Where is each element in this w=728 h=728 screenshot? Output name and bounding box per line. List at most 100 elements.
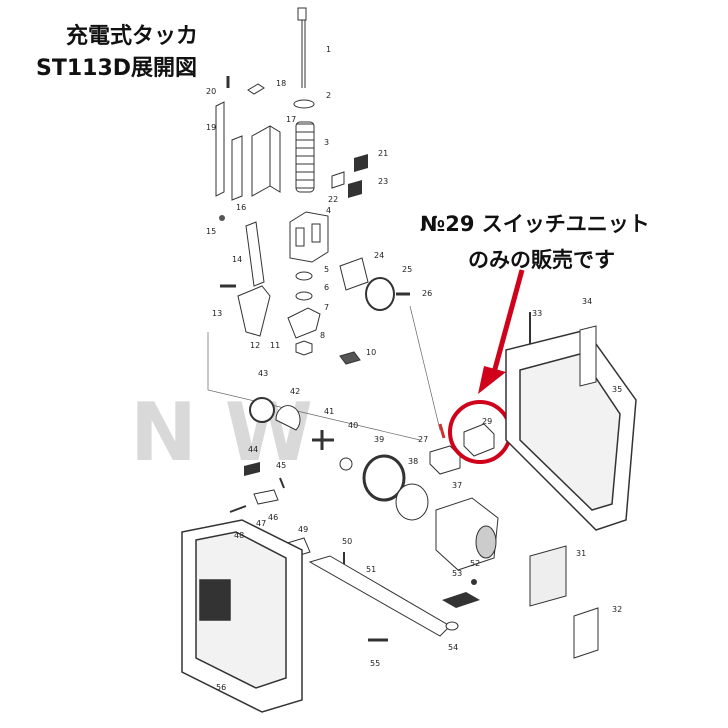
label-18: 18: [276, 79, 286, 88]
part-10-key: [339, 351, 361, 365]
label-40: 40: [348, 421, 358, 430]
label-47: 47: [256, 519, 266, 528]
label-13: 13: [212, 309, 222, 318]
part-25-gear: [365, 277, 395, 311]
part-6-washer: [295, 291, 313, 301]
part-14-plate: [245, 221, 265, 287]
part-41-shaft: [312, 430, 334, 450]
part-21-block: [354, 154, 368, 172]
part-1-rod: [297, 7, 307, 88]
part-40-gear: [339, 457, 353, 471]
part-42-plate: [275, 405, 301, 431]
label-23: 23: [378, 177, 388, 186]
label-34: 34: [582, 297, 592, 306]
label-50: 50: [342, 537, 352, 546]
label-20: 20: [206, 87, 216, 96]
part-48-pin: [229, 505, 247, 513]
part-43-bearing: [249, 397, 275, 423]
part-12-lever: [237, 285, 271, 337]
label-49: 49: [298, 525, 308, 534]
part-22-block: [331, 171, 345, 189]
label-2: 2: [326, 91, 331, 100]
label-41: 41: [324, 407, 334, 416]
label-52: 52: [470, 559, 480, 568]
part-19-plate: [215, 101, 225, 197]
part-51-guide: [308, 555, 451, 637]
part-15-screw: [219, 215, 225, 221]
part-3-spring: [295, 121, 315, 193]
part-32-battery-terminal: [573, 607, 599, 659]
part-52-screw: [471, 579, 477, 585]
label-54: 54: [448, 643, 458, 652]
label-11: 11: [270, 341, 280, 350]
label-35: 35: [612, 385, 622, 394]
part-37-motor: [435, 497, 499, 571]
page-title: 充電式タッカ: [66, 24, 199, 49]
label-55: 55: [370, 659, 380, 668]
part-54-spring: [445, 621, 459, 631]
part-38-disc: [395, 483, 429, 521]
part-34-rail: [579, 325, 597, 387]
label-25: 25: [402, 265, 412, 274]
part-labels: 1 2 3 4 5 6 7 8 10 11 12 13 14 15 16 17 …: [206, 45, 622, 692]
label-42: 42: [290, 387, 300, 396]
label-12: 12: [250, 341, 260, 350]
label-38: 38: [408, 457, 418, 466]
page-subtitle: ST113D展開図: [36, 56, 198, 81]
label-26: 26: [422, 289, 432, 298]
part-2-washer: [293, 99, 315, 109]
part-31-plate: [529, 545, 567, 607]
label-15: 15: [206, 227, 216, 236]
part-29-switch-housing: [429, 445, 461, 475]
part-29-switch-unit: [463, 423, 495, 457]
part-39-ring-gear: [362, 454, 406, 502]
part-4-bracket: [289, 211, 329, 263]
label-14: 14: [232, 255, 242, 264]
label-7: 7: [324, 303, 329, 312]
label-3: 3: [324, 138, 329, 147]
label-46: 46: [268, 513, 278, 522]
part-17-cover: [251, 125, 281, 197]
part-46-lever: [253, 489, 279, 505]
part-7-cam: [287, 307, 321, 339]
label-5: 5: [324, 265, 329, 274]
label-17: 17: [286, 115, 296, 124]
label-31: 31: [576, 549, 586, 558]
part-44-switch: [244, 462, 260, 476]
label-45: 45: [276, 461, 286, 470]
label-10: 10: [366, 348, 376, 357]
part-45-spring: [279, 477, 285, 489]
label-37: 37: [452, 481, 462, 490]
label-51: 51: [366, 565, 376, 574]
label-29: 29: [482, 417, 492, 426]
callout-arrow: [478, 269, 525, 394]
label-22: 22: [328, 195, 338, 204]
watermark: N W: [130, 386, 313, 479]
label-44: 44: [248, 445, 258, 454]
label-43: 43: [258, 369, 268, 378]
part-18-clip: [247, 83, 265, 95]
label-33: 33: [532, 309, 542, 318]
callout-note-line1: №29 スイッチユニット: [420, 212, 650, 236]
part-24-plate: [339, 257, 369, 291]
part-5-washer: [295, 271, 313, 281]
callout-note-line2: のみの販売です: [468, 248, 615, 272]
label-32: 32: [612, 605, 622, 614]
label-6: 6: [324, 283, 329, 292]
label-27: 27: [418, 435, 428, 444]
part-53-latch: [442, 592, 480, 608]
part-16-plate: [231, 135, 243, 201]
label-24: 24: [374, 251, 384, 260]
label-48: 48: [234, 531, 244, 540]
label-39: 39: [374, 435, 384, 444]
assembly-guide-lines: [207, 305, 441, 441]
label-4: 4: [326, 206, 331, 215]
label-56: 56: [216, 683, 226, 692]
label-8: 8: [320, 331, 325, 340]
label-19: 19: [206, 123, 216, 132]
label-16: 16: [236, 203, 246, 212]
part-56-handle-housing: [181, 519, 303, 713]
part-27-spring: [438, 423, 446, 439]
part-23-block: [348, 180, 362, 198]
